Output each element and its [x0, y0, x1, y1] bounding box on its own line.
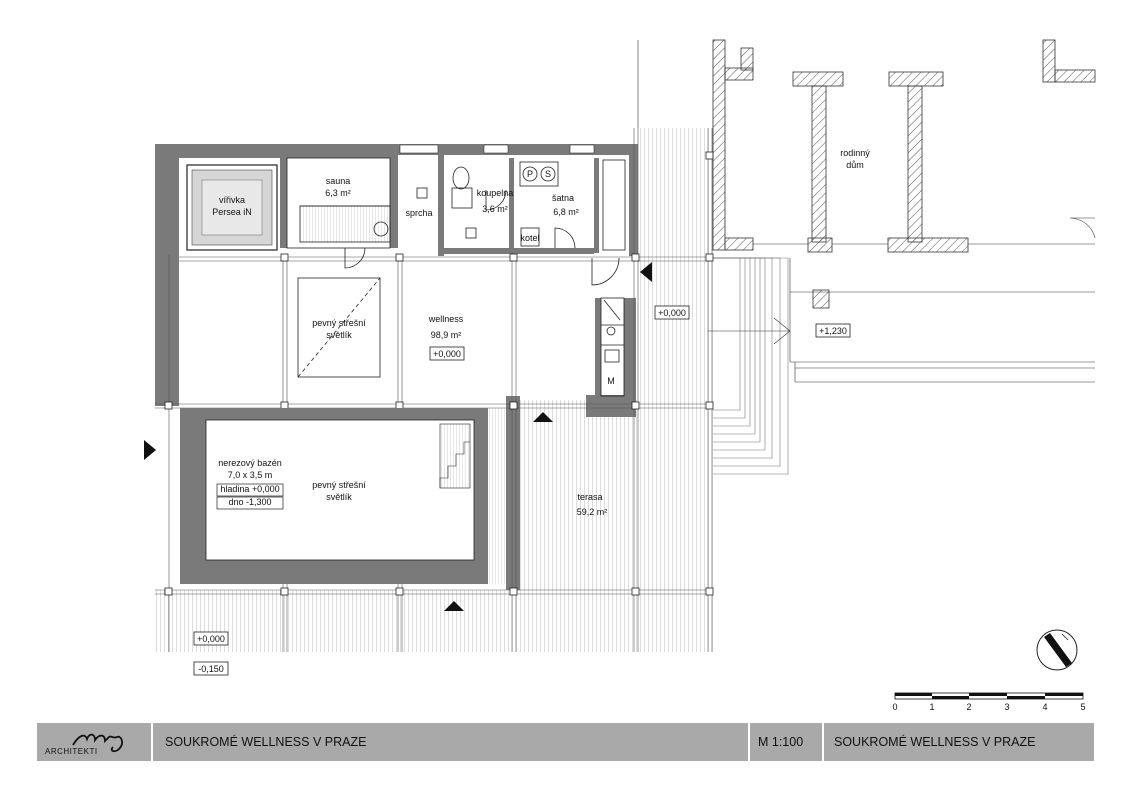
label-p: P [527, 169, 533, 179]
label-satna: šatna [552, 193, 574, 203]
label-house-1: rodinný [840, 148, 870, 158]
title-separator [822, 723, 824, 761]
walls [155, 144, 638, 590]
company-logo: ARCHITEKTI [37, 723, 151, 761]
label-skylight-1b: světlík [326, 330, 352, 340]
scale-bar: 0 1 2 3 4 5 [892, 692, 1086, 712]
label-koupelna-area: 3,6 m² [482, 204, 508, 214]
label-virivka-1: vířivka [219, 195, 245, 205]
section-markers [144, 262, 652, 611]
level-lower: -0,150 [198, 664, 224, 674]
title-block: ARCHITEKTI SOUKROMÉ WELLNESS V PRAZE M 1… [37, 723, 1094, 761]
sauna [286, 157, 391, 269]
columns [164, 151, 714, 596]
label-pool-1: nerezový bazén [218, 458, 282, 468]
drawing-scale: M 1:100 [758, 735, 804, 749]
label-sauna-area: 6,3 m² [325, 188, 351, 198]
label-sauna: sauna [326, 176, 351, 186]
pool-label-boxes [216, 483, 284, 510]
label-skylight-1a: pevný střešní [312, 318, 366, 328]
neighbour-lines [637, 40, 1096, 383]
scale-tick-4: 4 [1042, 702, 1047, 712]
scale-tick-0: 0 [892, 702, 897, 712]
kitchenette [591, 257, 625, 397]
north-arrow-icon [1036, 629, 1078, 671]
scale-tick-1: 1 [929, 702, 934, 712]
label-m: M [607, 376, 615, 386]
stairs-east [713, 257, 789, 475]
label-wellness-area: 98,9 m² [431, 330, 462, 340]
whirlpool [186, 164, 278, 251]
neighbour-house [712, 39, 1096, 309]
label-sprcha: sprcha [405, 208, 432, 218]
windows-top [399, 144, 595, 154]
level-terrace: +0,000 [658, 308, 686, 318]
label-satna-area: 6,8 m² [553, 207, 579, 217]
project-title-left: SOUKROMÉ WELLNESS V PRAZE [165, 735, 367, 749]
label-kotel: kotel [520, 233, 539, 243]
label-pool-2: 7,0 x 3,5 m [228, 470, 273, 480]
scale-tick-3: 3 [1004, 702, 1009, 712]
label-skylight-2a: pevný střešní [312, 480, 366, 490]
structural-grid [155, 128, 713, 652]
logo-text: ARCHITEKTI [45, 747, 98, 756]
title-separator [151, 723, 153, 761]
level-tags: +0,000 +0,000 +1,230 +0,000 -0,150 [193, 305, 851, 676]
label-terasa: terasa [577, 492, 602, 502]
level-wellness: +0,000 [433, 349, 461, 359]
label-s: S [545, 169, 551, 179]
label-koupelna: koupelna [477, 188, 514, 198]
label-skylight-2b: světlík [326, 492, 352, 502]
title-separator [748, 723, 750, 761]
level-upper: +1,230 [819, 326, 847, 336]
scale-tick-5: 5 [1080, 702, 1085, 712]
label-terasa-area: 59,2 m² [577, 507, 608, 517]
level-ground: +0,000 [197, 634, 225, 644]
label-house-2: dům [846, 160, 864, 170]
project-title-right: SOUKROMÉ WELLNESS V PRAZE [834, 735, 1036, 749]
wet-rooms [416, 159, 626, 251]
label-virivka-2: Persea iN [212, 207, 252, 217]
label-pool-3: hladina +0,000 [220, 484, 279, 494]
logo-signature-icon [72, 733, 123, 753]
room-labels: vířivka Persea iN sauna 6,3 m² sprcha ko… [212, 148, 870, 517]
label-wellness: wellness [428, 314, 464, 324]
label-pool-4: dno -1,300 [228, 497, 271, 507]
scale-tick-2: 2 [966, 702, 971, 712]
